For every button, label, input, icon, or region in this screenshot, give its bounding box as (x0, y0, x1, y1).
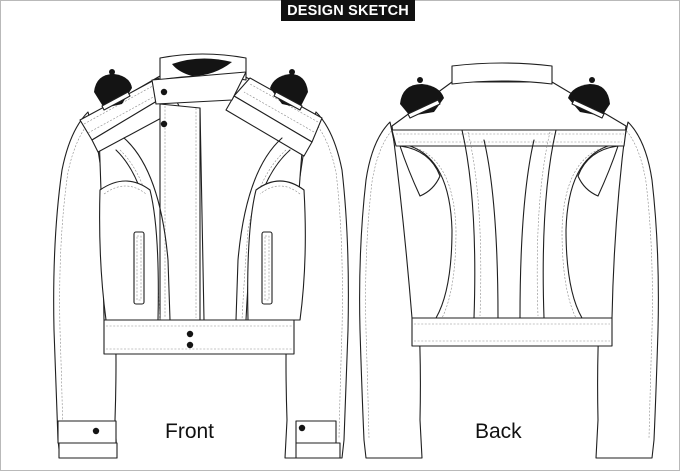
back-left-shoulder-cap (400, 77, 444, 119)
front-right-cuff (295, 420, 337, 444)
front-view-label: Front (165, 420, 215, 443)
back-collar (451, 62, 553, 85)
back-body (391, 81, 627, 319)
front-right-shoulder-cap (270, 69, 308, 111)
front-jacket (53, 53, 349, 459)
page-title: DESIGN SKETCH (281, 0, 415, 21)
back-right-shoulder-cap (568, 77, 610, 119)
back-waistband (411, 317, 613, 347)
front-left-shoulder-cap (94, 69, 132, 111)
back-jacket (359, 62, 659, 459)
front-waistband (103, 319, 295, 355)
front-left-cuff (57, 420, 117, 444)
front-left-pocket (133, 231, 145, 305)
back-view-label: Back (475, 420, 522, 443)
front-right-pocket (261, 231, 273, 305)
